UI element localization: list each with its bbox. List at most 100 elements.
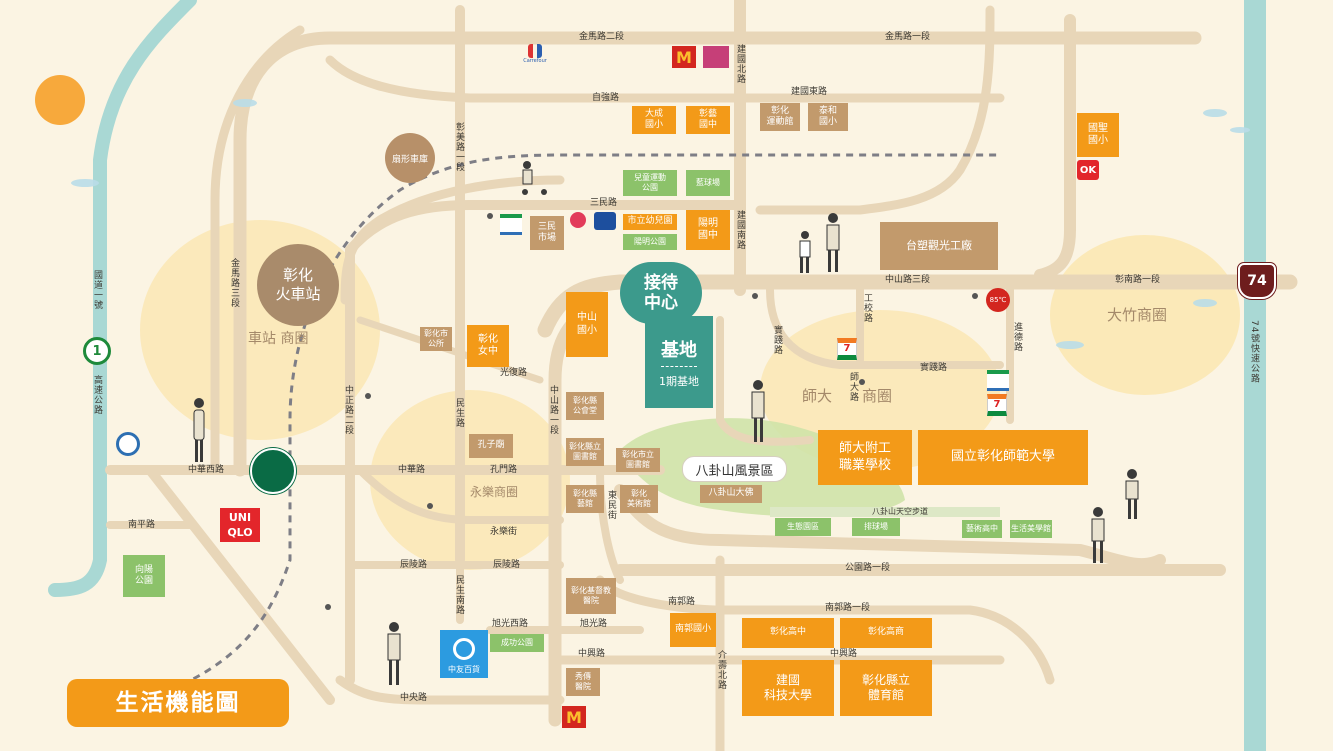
children-sports-park[interactable]: 兒童運動 公園 bbox=[623, 170, 677, 196]
road-xuguang: 旭光路 bbox=[580, 619, 608, 629]
mcdonalds-icon-south[interactable]: M bbox=[562, 706, 586, 728]
sanmin-arc-road bbox=[340, 175, 565, 305]
cosmed-icon[interactable] bbox=[703, 46, 729, 68]
road-zhangnan-1: 彰南路一段 bbox=[1115, 275, 1161, 285]
road-zhongxing-2: 中興路 bbox=[830, 649, 858, 659]
arts-high[interactable]: 藝術高中 bbox=[962, 520, 1002, 538]
road-zhongxing: 中興路 bbox=[578, 649, 606, 659]
reception-bubble[interactable]: 接待 中心 bbox=[620, 262, 702, 324]
road-nanping: 南平路 bbox=[128, 520, 156, 530]
starbucks-icon[interactable] bbox=[250, 448, 296, 494]
east-ring-road bbox=[1034, 14, 1076, 281]
road-zhongyang: 中央路 bbox=[400, 693, 428, 703]
county-gym[interactable]: 彰化縣立 體育館 bbox=[840, 660, 932, 716]
chenggong-park[interactable]: 成功公園 bbox=[490, 634, 544, 652]
shida-vocational[interactable]: 師大附工 職業學校 bbox=[818, 430, 912, 485]
district-station: 車站 商圈 bbox=[248, 331, 309, 347]
bagua-scenic-label[interactable]: 八卦山風景區 bbox=[682, 456, 787, 482]
road-ziqiang: 自強路 bbox=[592, 93, 620, 103]
confucius-temple[interactable]: 孔子廟 bbox=[469, 434, 513, 458]
ncue-university[interactable]: 國立彰化師範大學 bbox=[918, 430, 1088, 485]
sanmin-market[interactable]: 三民 市場 bbox=[530, 216, 564, 250]
yangming-junior[interactable]: 陽明 國中 bbox=[686, 210, 730, 250]
art-museum[interactable]: 彰化 美術館 bbox=[620, 485, 658, 513]
road-jinma-1: 金馬路一段 bbox=[885, 32, 931, 42]
changhua-business[interactable]: 彰化高商 bbox=[840, 618, 932, 648]
county-library[interactable]: 彰化縣立 圖書館 bbox=[566, 438, 604, 466]
uniqlo-top: UNI bbox=[228, 511, 252, 524]
zhongyang-road bbox=[335, 675, 565, 705]
road-shida: 師大路 bbox=[848, 372, 858, 402]
road-freeway: 高速公路 bbox=[92, 375, 102, 415]
road-jinde: 進德路 bbox=[1012, 322, 1022, 352]
zhonghua-w-road bbox=[145, 465, 335, 705]
uniqlo-icon[interactable]: UNI QLO bbox=[220, 508, 260, 542]
municipal-kindergarten[interactable]: 市立幼兒園 bbox=[623, 214, 677, 230]
road-nanguo: 南郭路 bbox=[668, 597, 696, 607]
sun-icon bbox=[35, 75, 85, 125]
road-zhonghua-w: 中華西路 bbox=[188, 465, 225, 475]
road-zhangmei-1: 彰美路一段 bbox=[454, 122, 464, 172]
base-label: 基地 bbox=[661, 336, 697, 367]
ok-mart-icon[interactable]: OK bbox=[1077, 160, 1099, 180]
road-chenling: 辰陵路 bbox=[400, 560, 428, 570]
zhongshan-elementary[interactable]: 中山 國小 bbox=[566, 292, 608, 357]
mcdonalds-icon[interactable]: M bbox=[672, 46, 696, 68]
seven-eleven-icon[interactable]: 7 bbox=[837, 338, 857, 360]
road-shijian: 實踐路 bbox=[920, 363, 948, 373]
xiangyang-park[interactable]: 向陽 公園 bbox=[123, 555, 165, 597]
poi-dot-police bbox=[325, 604, 331, 610]
hospital-icon[interactable] bbox=[116, 432, 140, 456]
county-hall[interactable]: 彰化縣 公會堂 bbox=[566, 392, 604, 420]
volleyball-court[interactable]: 排球場 bbox=[852, 518, 900, 536]
road-guangfu: 光復路 bbox=[500, 368, 528, 378]
bagua-buddha[interactable]: 八卦山大佛 bbox=[700, 485, 762, 503]
base-site[interactable]: 基地 1期基地 bbox=[645, 316, 713, 408]
yangming-park[interactable]: 陽明公園 bbox=[623, 234, 677, 250]
district-yongle: 永樂商圈 bbox=[470, 485, 519, 499]
seven-eleven-icon-east[interactable]: 7 bbox=[987, 394, 1007, 416]
poi-dot-a3 bbox=[487, 213, 493, 219]
changyi-junior[interactable]: 彰藝 國中 bbox=[686, 106, 730, 134]
roundhouse[interactable]: 扇形車庫 bbox=[385, 133, 435, 183]
basketball-court[interactable]: 藍球場 bbox=[686, 170, 730, 196]
city-library[interactable]: 彰化市立 圖書館 bbox=[616, 448, 660, 472]
changhua-high[interactable]: 彰化高中 bbox=[742, 618, 834, 648]
zhongyou-department-icon[interactable]: 中友百貨 bbox=[440, 630, 488, 678]
zhongyou-label: 中友百貨 bbox=[448, 665, 480, 674]
train-station[interactable]: 彰化 火車站 bbox=[257, 244, 339, 326]
pharmacy-icon[interactable] bbox=[570, 212, 586, 228]
carrefour-icon[interactable]: Carrefour bbox=[520, 44, 550, 68]
changhua-sports-center[interactable]: 彰化 運動館 bbox=[760, 103, 800, 131]
road-jianguo-n: 建國北路 bbox=[735, 44, 745, 84]
christian-hospital[interactable]: 彰化基督教 醫院 bbox=[566, 578, 616, 614]
xiuchuan-hospital[interactable]: 秀傳 醫院 bbox=[566, 668, 600, 696]
ziqiang-road bbox=[325, 55, 1005, 103]
freeway-1-shield[interactable]: 1 bbox=[83, 337, 111, 365]
nanguo-elementary[interactable]: 南郭國小 bbox=[670, 613, 716, 647]
county-art-hall[interactable]: 彰化縣 藝館 bbox=[566, 485, 604, 513]
district-shida: 師大 商圈 bbox=[802, 387, 893, 405]
girls-high[interactable]: 彰化 女中 bbox=[467, 325, 509, 367]
jianguo-university[interactable]: 建國 科技大學 bbox=[742, 660, 834, 716]
city-office[interactable]: 彰化市 公所 bbox=[420, 327, 452, 351]
taisugar-factory[interactable]: 台塑觀光工廠 bbox=[880, 222, 998, 270]
district-dazhu: 大竹商圈 bbox=[1107, 306, 1168, 324]
familymart-icon-east[interactable] bbox=[987, 370, 1009, 391]
yongle-glow bbox=[370, 390, 570, 570]
outer-ring-road bbox=[755, 5, 995, 215]
life-aesthetics-hall[interactable]: 生活美學館 bbox=[1010, 520, 1052, 538]
road-chenling-2: 辰陵路 bbox=[493, 560, 521, 570]
pxmart-icon[interactable] bbox=[594, 212, 616, 230]
taihe-elementary[interactable]: 泰和 國小 bbox=[808, 103, 848, 131]
highway-74-shield[interactable]: 74 bbox=[1238, 263, 1276, 299]
guosheng-elementary[interactable]: 國聖 國小 bbox=[1077, 113, 1119, 157]
road-minsheng: 民生路 bbox=[454, 398, 464, 428]
85c-icon[interactable]: 85℃ bbox=[986, 288, 1010, 312]
eco-park[interactable]: 生態園區 bbox=[775, 518, 831, 536]
base-sub: 1期基地 bbox=[659, 374, 699, 388]
familymart-icon[interactable] bbox=[500, 214, 522, 235]
dacheng-elementary[interactable]: 大成 國小 bbox=[632, 106, 676, 134]
